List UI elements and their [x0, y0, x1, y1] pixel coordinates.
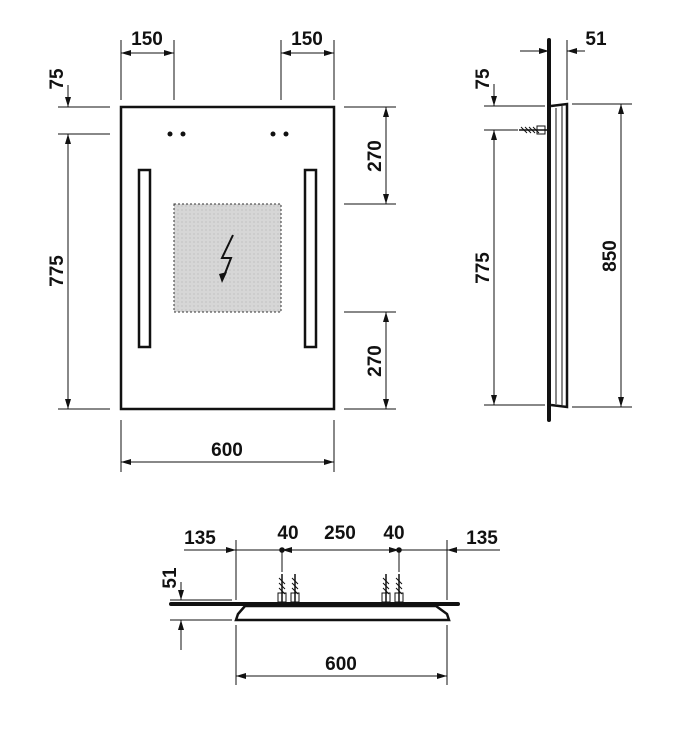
bottom-cabinet	[234, 604, 451, 622]
dim-front-top-margin: 75	[47, 68, 68, 90]
dim-front-width: 600	[211, 440, 243, 461]
side-view: 51 75 775 850	[473, 29, 632, 422]
dim-bottom-left-offset: 135	[184, 528, 216, 549]
mount-hole-dot	[270, 131, 276, 137]
bottom-view: 135 40 250 40 135 51 600	[160, 523, 500, 685]
dim-front-right-upper: 270	[365, 140, 386, 172]
wall-anchor	[394, 574, 404, 603]
dim-side-total-height: 850	[600, 240, 621, 272]
power-area	[173, 203, 282, 313]
dim-bottom-right-offset: 135	[466, 528, 498, 549]
dim-front-top-left: 150	[131, 29, 163, 50]
light-strip-left	[137, 168, 152, 349]
dim-side-top-margin: 75	[473, 68, 494, 90]
wall-anchor	[290, 574, 300, 603]
side-cabinet	[550, 102, 569, 409]
dim-bottom-middle: 250	[324, 523, 356, 544]
dim-front-top-right: 150	[291, 29, 323, 50]
light-strip-right	[303, 168, 318, 349]
wall-anchor	[381, 574, 391, 603]
lightning-bolt-icon	[219, 234, 234, 283]
mount-hole-dot	[180, 131, 186, 137]
dim-bottom-hole-right: 40	[383, 523, 404, 544]
mount-hole-dot	[167, 131, 173, 137]
wall-anchor	[519, 125, 547, 135]
dim-front-left-height: 775	[47, 255, 68, 287]
dim-front-right-lower: 270	[365, 345, 386, 377]
dim-side-depth: 51	[585, 29, 607, 50]
mirror-outline	[119, 105, 336, 411]
front-view: 150 150 75 775 270 270 600	[47, 29, 396, 472]
mount-hole-dot	[283, 131, 289, 137]
dim-bottom-depth: 51	[160, 567, 181, 589]
dim-side-mount-height: 775	[473, 252, 494, 284]
dim-bottom-hole-left: 40	[277, 523, 298, 544]
dim-bottom-width: 600	[325, 654, 357, 675]
wall-anchor	[277, 574, 287, 603]
